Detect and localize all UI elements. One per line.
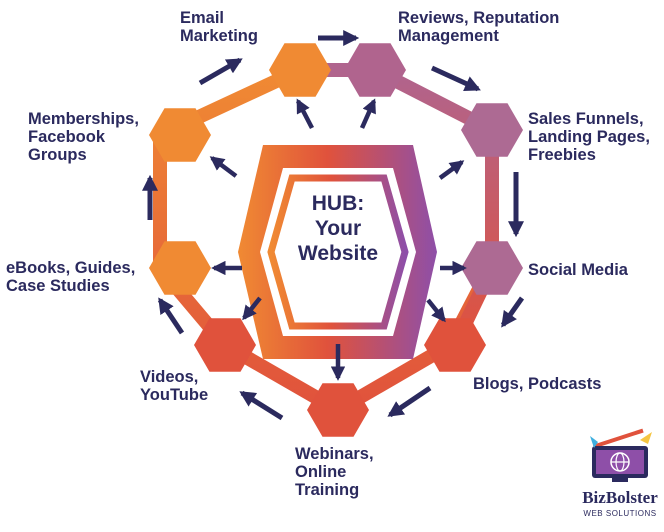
arrow-hub-to-reviews	[359, 98, 377, 129]
hub-hexagon: HUB: Your Website	[238, 145, 437, 359]
node-videos-hexagon	[194, 318, 256, 372]
label-social-media: Social Media	[528, 261, 629, 279]
arrow-reviews-to-funnels	[430, 65, 481, 92]
outer-nodes	[149, 43, 523, 437]
label-videos-youtube: Videos, YouTube	[140, 368, 208, 404]
hub-subtitle-website: Website	[298, 242, 378, 265]
hub-subtitle-your: Your	[315, 217, 361, 240]
hub-title: HUB:	[312, 192, 365, 215]
arrow-hub-to-funnels	[438, 160, 465, 180]
node-memberships-hexagon	[149, 108, 211, 162]
arrow-hub-to-blogs	[426, 298, 446, 323]
arrow-memberships-to-email	[198, 57, 243, 86]
arrow-hub-to-email	[296, 98, 314, 130]
node-reviews-hexagon	[344, 43, 406, 97]
arrow-webinars-to-videos	[239, 390, 284, 421]
node-webinars-hexagon	[307, 383, 369, 437]
label-reviews-reputation: Reviews, Reputation Management	[398, 9, 564, 45]
label-sales-funnels: Sales Funnels, Landing Pages, Freebies	[528, 110, 655, 164]
arrow-hub-to-memberships	[209, 156, 238, 178]
node-labels: Email Marketing Reviews, Reputation Mana…	[6, 9, 655, 499]
logo-name: BizBolster	[582, 488, 658, 507]
node-ebooks-hexagon	[149, 241, 211, 295]
label-memberships: Memberships, Facebook Groups	[28, 110, 144, 164]
node-blogs-hexagon	[424, 318, 486, 372]
label-email-marketing: Email Marketing	[180, 9, 258, 45]
node-email-hexagon	[269, 43, 331, 97]
node-funnels-hexagon	[461, 103, 523, 157]
arrow-social-to-blogs	[500, 296, 525, 328]
arrow-blogs-to-webinars	[387, 385, 432, 418]
label-ebooks-guides: eBooks, Guides, Case Studies	[6, 259, 140, 295]
outer-flow-arrows	[141, 29, 525, 421]
hub-flow-arrows	[209, 98, 467, 381]
node-social-hexagon	[461, 241, 523, 295]
label-blogs-podcasts: Blogs, Podcasts	[473, 375, 601, 393]
arrow-hub-to-videos	[242, 296, 262, 321]
label-webinars: Webinars, Online Training	[295, 445, 378, 499]
bizbolster-logo: BizBolster WEB SOLUTIONS	[582, 428, 658, 518]
arrow-videos-to-ebooks	[157, 297, 185, 335]
logo-tagline: WEB SOLUTIONS	[583, 509, 656, 518]
